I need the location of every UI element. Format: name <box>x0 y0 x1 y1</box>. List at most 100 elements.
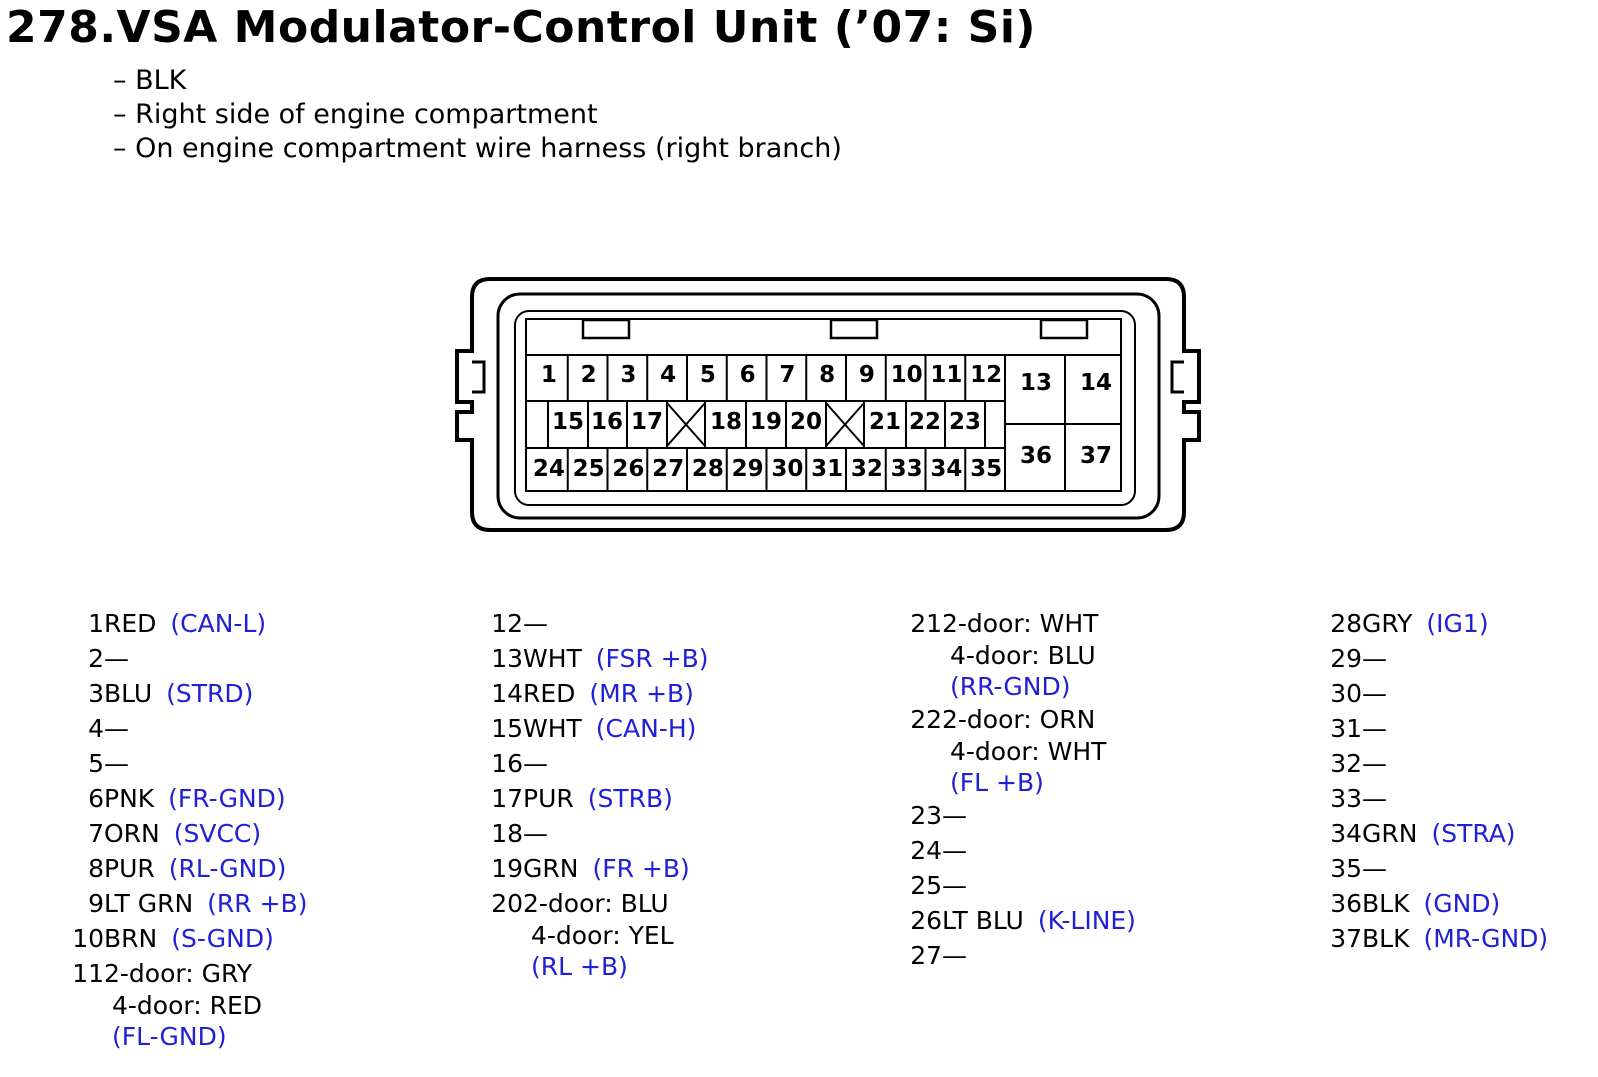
lock-tab-left <box>581 318 631 340</box>
pin-number: 33 <box>891 456 923 482</box>
wire-color: — <box>523 609 548 638</box>
pin-number-text: 14 <box>491 679 523 708</box>
pin-number-text: 22 <box>910 705 942 734</box>
pin-number-text: 21 <box>910 609 942 638</box>
wire-color: — <box>1362 854 1387 883</box>
wire-color: GRN <box>523 854 579 883</box>
pin-number: 27 <box>652 456 684 482</box>
wire-color: — <box>104 714 129 743</box>
pin-number-text: 36 <box>1330 889 1362 918</box>
wire-color: PNK <box>104 784 155 813</box>
pin-entry: 2 — <box>72 641 307 676</box>
signal-name: (STRA) <box>1431 819 1516 848</box>
wire-color: — <box>1362 679 1387 708</box>
pin-number: 36 <box>1020 443 1052 469</box>
pin-entry: 4 — <box>72 711 307 746</box>
pin-number: 16 <box>591 409 623 435</box>
pin-number-text: 37 <box>1330 924 1362 953</box>
wire-color: WHT <box>523 714 582 743</box>
pin-entry: 25— <box>910 868 1136 903</box>
pin-number-text: 16 <box>491 749 523 778</box>
signal-name: (RR-GND) <box>950 671 1071 701</box>
pin-number: 10 <box>891 362 923 388</box>
signal-name: (STRD) <box>166 679 254 708</box>
pin-number: 17 <box>631 409 663 435</box>
signal-name: (MR-GND) <box>1423 924 1549 953</box>
wire-color-alt: 4-door: WHT <box>950 737 1107 766</box>
pin-number: 20 <box>790 409 822 435</box>
pin-entry: 27— <box>910 938 1136 973</box>
note-location: – Right side of engine compartment <box>113 99 598 130</box>
note-color: – BLK <box>113 65 187 96</box>
wire-color-alt: 4-door: BLU <box>950 641 1096 670</box>
pin-number-text: 19 <box>491 854 523 883</box>
wire-color: — <box>942 801 967 830</box>
page-title: 278.VSA Modulator-Control Unit (’07: Si) <box>6 2 1037 53</box>
pin-entry: 31— <box>1330 711 1548 746</box>
wire-color: — <box>523 749 548 778</box>
pin-number-text: 5 <box>88 749 104 778</box>
signal-name: (FR-GND) <box>168 784 286 813</box>
wire-color-alt: 4-door: YEL <box>531 921 674 950</box>
empty-cavity-left <box>666 402 706 447</box>
pin-number-text: 12 <box>491 609 523 638</box>
wire-color-alt: 4-door: RED <box>112 991 263 1020</box>
wire-color: LT GRN <box>104 889 194 918</box>
pin-number-text: 17 <box>491 784 523 813</box>
wire-color: ORN <box>104 819 160 848</box>
pin-entry: 35— <box>1330 851 1548 886</box>
pin-number-text: 35 <box>1330 854 1362 883</box>
pin-number: 14 <box>1080 370 1112 396</box>
pin-number: 29 <box>732 456 764 482</box>
pin-number: 19 <box>750 409 782 435</box>
connector-notes: – BLK – Right side of engine compartment… <box>113 64 842 166</box>
signal-name: (K-LINE) <box>1037 906 1136 935</box>
signal-name: (CAN-H) <box>595 714 697 743</box>
pin-number-text: 9 <box>88 889 104 918</box>
pin-number: 21 <box>869 409 901 435</box>
signal-name: (FL +B) <box>950 767 1044 797</box>
pin-entry: 24— <box>910 833 1136 868</box>
pin-number-text: 1 <box>88 609 104 638</box>
pin-number-text: 27 <box>910 941 942 970</box>
wire-color: BRN <box>104 924 158 953</box>
signal-name: (STRB) <box>587 784 673 813</box>
pin-number: 15 <box>552 409 584 435</box>
pin-number: 9 <box>859 362 875 388</box>
lock-tab-right <box>1039 318 1089 340</box>
pin-number: 5 <box>700 362 716 388</box>
wire-color: — <box>1362 714 1387 743</box>
wire-color: WHT <box>523 644 582 673</box>
pin-entry: 23— <box>910 798 1136 833</box>
pin-number-text: 26 <box>910 906 942 935</box>
signal-name: (IG1) <box>1426 609 1489 638</box>
pin-number: 31 <box>811 456 843 482</box>
signal-name: (CAN-L) <box>170 609 267 638</box>
pin-number-text: 32 <box>1330 749 1362 778</box>
pin-number: 4 <box>660 362 676 388</box>
signal-name: (RR +B) <box>207 889 308 918</box>
pin-number: 26 <box>612 456 644 482</box>
wire-color: PUR <box>523 784 574 813</box>
pin-number: 8 <box>819 362 835 388</box>
signal-name: (FL-GND) <box>112 1021 227 1051</box>
wire-color: BLK <box>1362 889 1410 918</box>
pin-number-text: 15 <box>491 714 523 743</box>
pin-number-text: 23 <box>910 801 942 830</box>
pin-number-text: 28 <box>1330 609 1362 638</box>
connector-pin-area <box>514 310 1136 506</box>
pin-number-text: 34 <box>1330 819 1362 848</box>
pin-number: 37 <box>1080 443 1112 469</box>
